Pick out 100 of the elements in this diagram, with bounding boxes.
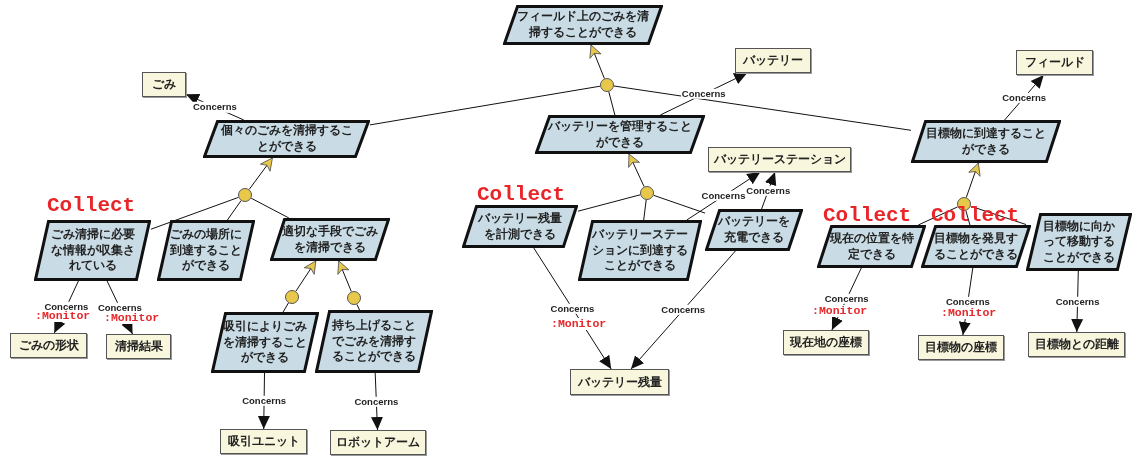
connector-line (608, 91, 616, 116)
connector-line (577, 194, 641, 212)
edge-label: Concerns (944, 296, 991, 307)
goal-text: バッテリーステーションに到達することができる (591, 227, 689, 274)
edge-label: Concerns (1001, 92, 1048, 103)
goal-text: 適切な手段でごみを清掃できる (281, 223, 379, 256)
object-box (1016, 50, 1093, 75)
object-box (735, 48, 811, 73)
connector-line (250, 197, 290, 219)
refinement-arrow (295, 260, 317, 292)
role-label: :Monitor (812, 305, 868, 317)
goal-parallelogram (921, 225, 1031, 268)
goal-parallelogram (535, 115, 705, 154)
goal-parallelogram (1026, 213, 1132, 271)
connector-line (369, 85, 601, 126)
edge-label: Concerns (353, 396, 400, 407)
object-box (708, 147, 851, 172)
goal-text: 目標物に到達することができる (925, 125, 1047, 158)
object-name: ごみ (152, 76, 176, 93)
object-name: 現在地の座標 (790, 334, 862, 351)
goal-parallelogram (315, 310, 433, 373)
object-name: 吸引ユニット (227, 433, 300, 450)
stereotype-label: Collect (47, 195, 136, 216)
object-box (918, 335, 1004, 360)
goal-parallelogram (157, 220, 255, 281)
concerns-arrow (630, 250, 736, 370)
object-name: ごみの形状 (18, 337, 79, 354)
refinement-circle (640, 186, 654, 200)
goal-text: バッテリーを充電できる (717, 214, 791, 246)
refinement-arrow (965, 162, 981, 198)
object-box (106, 334, 171, 359)
goal-text: 持ち上げることでごみを清掃することができる (331, 318, 417, 365)
object-box (783, 330, 869, 355)
object-box (330, 430, 426, 455)
goal-text: 現在の位置を特定できる (828, 230, 915, 263)
goal-parallelogram (503, 5, 663, 45)
edge-label: Concerns (1054, 296, 1101, 307)
edge-label: Concerns (192, 101, 238, 113)
connector-line (613, 85, 912, 131)
object-name: 清掃結果 (114, 338, 163, 355)
concerns-arrow (1071, 270, 1084, 333)
refinement-arrow (589, 44, 605, 79)
goal-text: バッテリー残量を計測できる (477, 210, 563, 243)
goal-parallelogram (211, 312, 319, 373)
connector-line (356, 303, 360, 311)
role-label: :Monitor (104, 312, 160, 324)
object-box (142, 72, 186, 97)
edge-label: Concerns (96, 302, 143, 313)
goal-parallelogram (462, 205, 578, 248)
goal-text: フィールド上のごみを清掃することができる (516, 9, 650, 41)
connector-line (150, 196, 239, 230)
edge-label: Concerns (745, 185, 792, 196)
goal-parallelogram (817, 225, 926, 268)
goal-text: ごみ清掃に必要な情報が収集されている (49, 227, 136, 274)
object-name: 目標物との距離 (1034, 336, 1119, 353)
connector-line (653, 194, 706, 214)
edge-label: Concerns (660, 304, 707, 316)
refinement-circle (285, 290, 299, 304)
goal-text: 目標物を発見することができる (933, 230, 1019, 263)
edge-label: Concerns (680, 88, 727, 100)
edge-label: Concerns (549, 303, 596, 314)
goal-text: 個々のごみを清掃することができる (219, 123, 354, 155)
refinement-arrow (337, 260, 352, 292)
refinement-circle (238, 188, 252, 202)
object-box (570, 369, 669, 395)
role-label: :Monitor (35, 310, 91, 322)
stereotype-label: Collect (477, 184, 566, 205)
refinement-arrow (628, 153, 645, 188)
goal-parallelogram (578, 220, 702, 281)
goal-text: 目標物に向かって移動することができる (1042, 218, 1116, 266)
connector-line (282, 302, 289, 313)
role-label: :Monitor (551, 318, 607, 330)
goal-parallelogram (270, 218, 390, 261)
object-name: ロボットアーム (336, 434, 420, 451)
role-label: :Monitor (941, 307, 997, 319)
goal-parallelogram (34, 220, 151, 281)
refinement-arrow (248, 157, 273, 190)
refinement-circle (600, 78, 614, 92)
object-box (220, 429, 307, 454)
object-name: フィールド (1024, 54, 1085, 71)
goal-parallelogram (203, 120, 370, 158)
object-box (10, 333, 87, 358)
connector-line (643, 199, 647, 221)
goal-parallelogram (911, 120, 1061, 163)
object-name: バッテリー残量 (577, 373, 662, 391)
object-box (1028, 332, 1125, 357)
connector-line (226, 200, 242, 221)
stereotype-label: Collect (823, 205, 912, 226)
goal-parallelogram (705, 209, 803, 251)
edge-label: Concerns (700, 190, 747, 202)
goal-text: バッテリーを管理することができる (547, 118, 693, 151)
object-name: バッテリー (743, 52, 803, 69)
goal-text: 吸引によりごみを清掃することができる (222, 319, 308, 366)
edge-label: Concerns (241, 395, 287, 407)
object-name: バッテリーステーション (713, 151, 846, 168)
object-name: 目標物の座標 (925, 339, 997, 356)
edge-label: Concerns (823, 293, 870, 305)
concerns-arrow (257, 372, 270, 430)
goal-text: ごみの場所に到達することができる (169, 227, 243, 274)
refinement-circle (347, 291, 361, 305)
